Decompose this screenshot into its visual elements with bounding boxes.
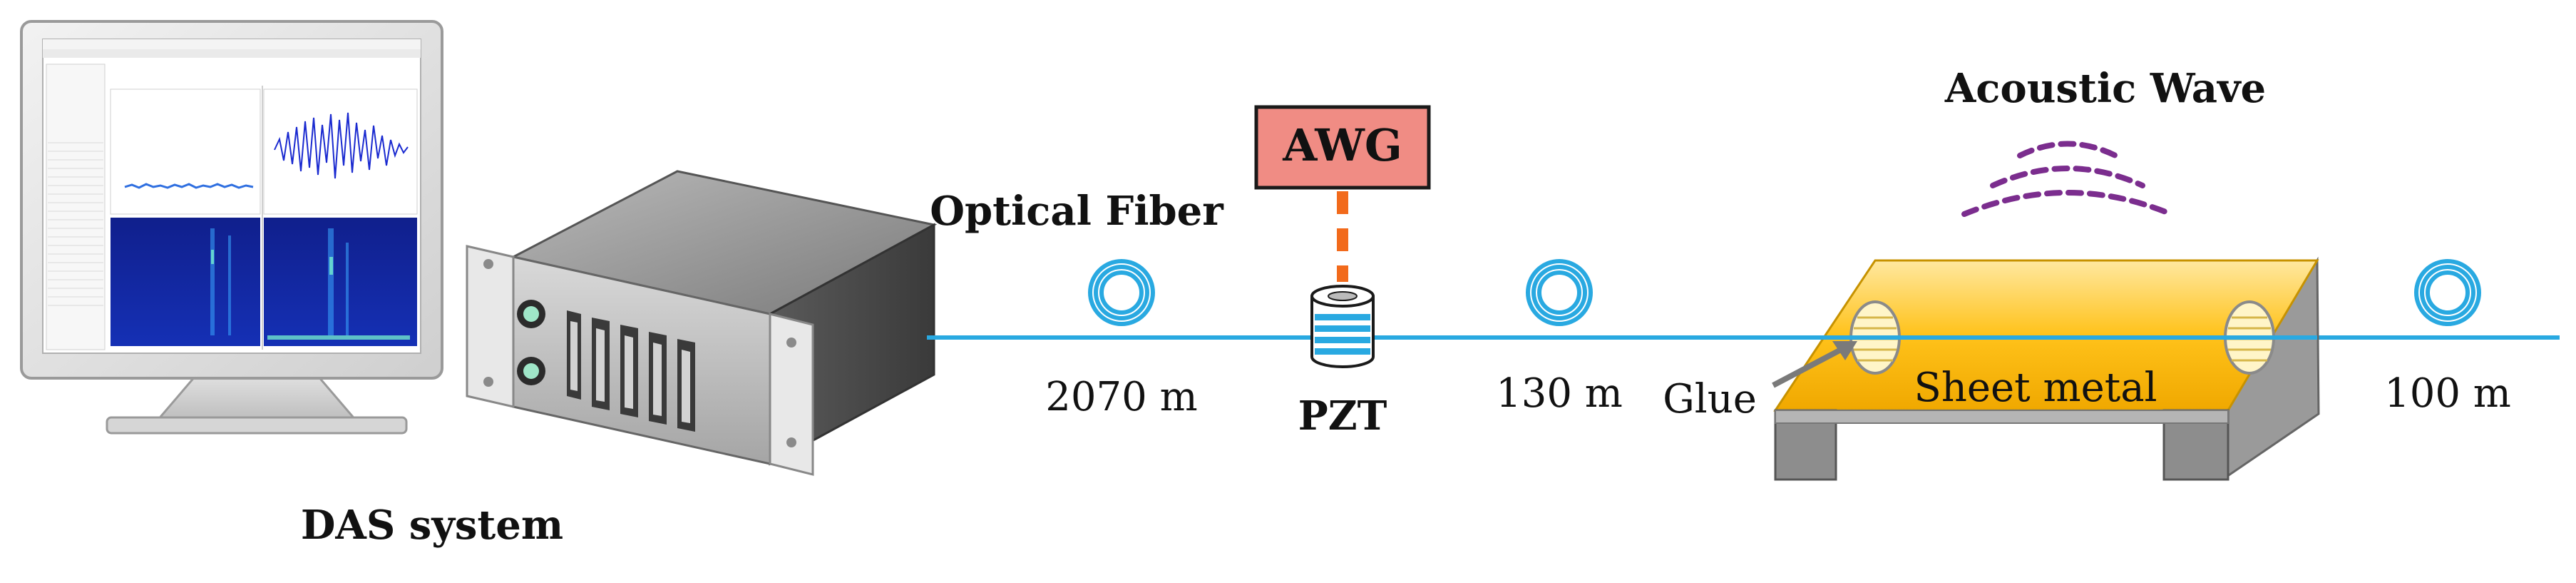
fiber-length-100: 100 m [2384,370,2511,417]
awg-box: AWG [1254,105,1431,190]
sheet-metal-assembly [1773,256,2320,481]
acoustic-wave-icon [1961,141,2174,217]
glue-arrow [1772,341,1857,388]
fiber-coil-icon [1088,259,1155,326]
awg-label: AWG [1282,119,1402,171]
glue-label: Glue [1663,376,1757,422]
fiber-coil-icon [2414,259,2481,326]
fiber-coil-icon [1526,259,1593,326]
optical-fiber-label: Optical Fiber [930,188,1224,235]
monitor-icon [20,20,443,435]
sheet-metal-label: Sheet metal [1914,365,2157,411]
das-system-label: DAS system [301,502,563,549]
fiber-length-2070: 2070 m [1045,374,1197,420]
pzt-label: PZT [1298,392,1387,440]
rack-unit-icon [466,170,938,476]
acoustic-wave-label: Acoustic Wave [1944,65,2266,112]
pzt-cylinder-icon [1310,285,1375,368]
fiber-length-130: 130 m [1496,370,1623,417]
